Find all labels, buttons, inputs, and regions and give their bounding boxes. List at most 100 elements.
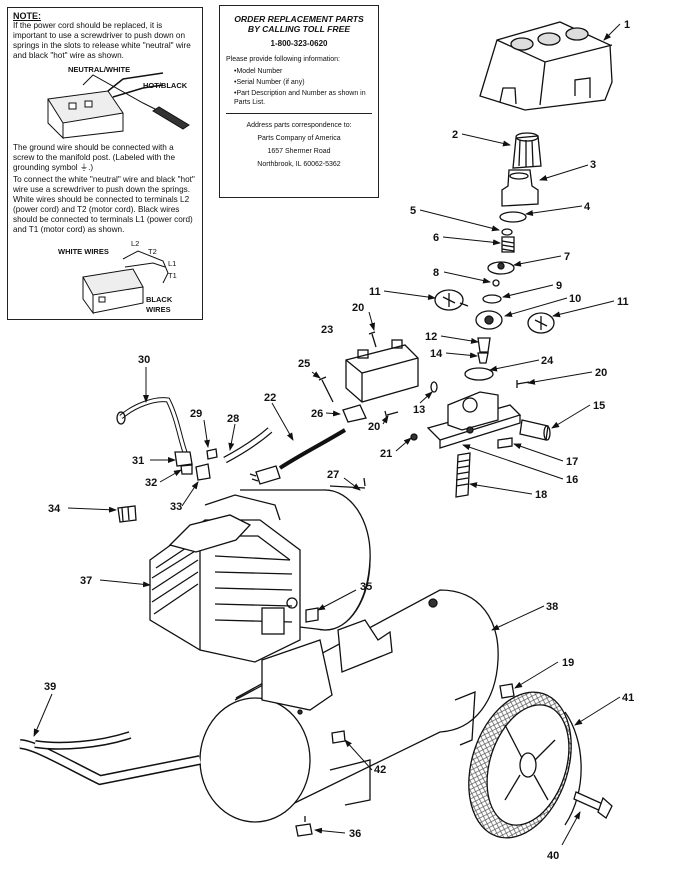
callout-19: 19 <box>562 657 574 669</box>
order-parts-box: ORDER REPLACEMENT PARTS BY CALLING TOLL … <box>219 5 379 198</box>
part-diaphragm-7 <box>487 261 515 275</box>
part-nut-19 <box>499 683 515 699</box>
callout-numbers: 1 2 3 4 5 6 7 8 9 10 11 11 20 12 14 24 2… <box>44 19 634 862</box>
part-power-cord-22 <box>249 428 347 485</box>
part-fitting-32 <box>180 464 193 475</box>
order-info-item: Serial Number (if any) <box>234 78 372 87</box>
callout-16: 16 <box>566 474 578 486</box>
callout-38: 38 <box>546 601 558 613</box>
part-fitting-14 <box>477 352 489 364</box>
callout-29: 29 <box>190 408 202 420</box>
callout-39: 39 <box>44 681 56 693</box>
white-wires-label: WHITE WIRES <box>58 247 109 256</box>
part-handle-39 <box>19 731 201 786</box>
t1-label: T1 <box>168 271 177 280</box>
part-hose-28 <box>223 427 273 464</box>
order-heading-line2: BY CALLING TOLL FREE <box>247 24 351 34</box>
order-intro: Please provide following information: <box>226 56 341 63</box>
part-screw-25 <box>318 376 334 403</box>
callout-5: 5 <box>410 205 416 217</box>
l2-label: L2 <box>131 239 140 248</box>
callout-41: 41 <box>622 692 634 704</box>
part-ball-8 <box>492 279 500 287</box>
callout-28: 28 <box>227 413 239 425</box>
callout-22: 22 <box>264 392 276 404</box>
part-motor-pump-37 <box>149 477 371 663</box>
callout-36: 36 <box>349 828 361 840</box>
callout-21: 21 <box>380 448 392 460</box>
callout-7: 7 <box>564 251 570 263</box>
part-outlet-tube-30 <box>116 397 189 456</box>
callout-9: 9 <box>556 280 562 292</box>
part-plug-42 <box>331 730 346 744</box>
part-regulator-stem <box>501 169 539 207</box>
order-address-intro: Address parts correspondence to: <box>246 122 352 129</box>
part-strain-relief-26 <box>342 404 367 423</box>
terminal-drawing <box>82 250 169 315</box>
order-info-item: Model Number <box>234 67 372 76</box>
callout-15: 15 <box>593 400 605 412</box>
part-regulator-knob <box>512 132 542 169</box>
part-gauge-11-right <box>527 312 555 334</box>
power-cord-switch-illustration: NEUTRAL/WHITE HOT/BLACK <box>13 63 197 143</box>
note-paragraph-2: The ground wire should be connected with… <box>13 143 176 172</box>
l1-label: L1 <box>168 259 177 268</box>
callout-20b: 20 <box>595 367 607 379</box>
order-address-line2: 1657 Shermer Road <box>267 148 331 155</box>
part-spring-6 <box>501 236 515 253</box>
note-paragraph-1: If the power cord should be replaced, it… <box>13 21 191 60</box>
part-screw-20a <box>368 331 377 348</box>
callout-24: 24 <box>541 355 554 367</box>
part-screw-20b <box>516 380 530 388</box>
callout-17: 17 <box>566 456 578 468</box>
part-o-ring-4 <box>499 211 527 223</box>
callout-42: 42 <box>374 764 386 776</box>
callout-8: 8 <box>433 267 439 279</box>
part-nut-21 <box>410 433 418 441</box>
part-o-ring-24 <box>464 367 494 381</box>
order-address-line3: Northbrook, IL 60062-5362 <box>257 161 341 168</box>
note-paragraph-3: To connect the white "neutral" wire and … <box>13 175 195 234</box>
part-fitting-34 <box>117 505 137 523</box>
part-tank-38 <box>199 589 499 823</box>
part-o-ring-9 <box>482 294 502 304</box>
callout-20c: 20 <box>368 421 380 433</box>
callout-10: 10 <box>569 293 581 305</box>
callout-23: 23 <box>321 324 333 336</box>
callout-leaders <box>33 23 621 846</box>
callout-6: 6 <box>433 232 439 244</box>
part-washer-5 <box>501 228 513 236</box>
callout-12: 12 <box>425 331 437 343</box>
black-wires-label: BLACK WIRES <box>146 295 173 314</box>
order-info-list: Model Number Serial Number (if any) Part… <box>226 67 372 107</box>
part-manifold-16 <box>426 391 522 449</box>
part-fitting-35 <box>305 607 319 623</box>
callout-30: 30 <box>138 354 150 366</box>
part-fitting-33 <box>195 463 211 481</box>
note-title: NOTE: <box>13 11 41 21</box>
hot-black-label: HOT/BLACK <box>143 81 188 90</box>
part-fitting-29 <box>206 448 218 460</box>
callout-4: 4 <box>584 201 591 213</box>
part-fitting-12 <box>477 337 491 353</box>
part-gauge-11-left <box>434 289 469 311</box>
switch-terminals-illustration: WHITE WIRES L2 T2 L1 T1 BLACK WIRES <box>13 237 197 319</box>
order-phone-number: 1-800-323-0620 <box>270 39 328 48</box>
order-divider <box>226 113 372 114</box>
neutral-white-label: NEUTRAL/WHITE <box>68 65 131 74</box>
callout-2: 2 <box>452 129 458 141</box>
callout-14: 14 <box>430 348 443 360</box>
part-pressure-switch-23 <box>345 339 419 403</box>
part-drain-valve-36 <box>295 816 313 837</box>
callout-27: 27 <box>327 469 339 481</box>
callout-32: 32 <box>145 477 157 489</box>
callout-11-right: 11 <box>617 296 629 308</box>
part-safety-valve-15 <box>519 419 551 441</box>
callout-34: 34 <box>48 503 61 515</box>
part-shroud <box>479 21 613 111</box>
callout-35: 35 <box>360 581 372 593</box>
callout-13: 13 <box>413 404 425 416</box>
part-nipple-18 <box>455 452 471 498</box>
part-bolt-40 <box>573 791 613 819</box>
